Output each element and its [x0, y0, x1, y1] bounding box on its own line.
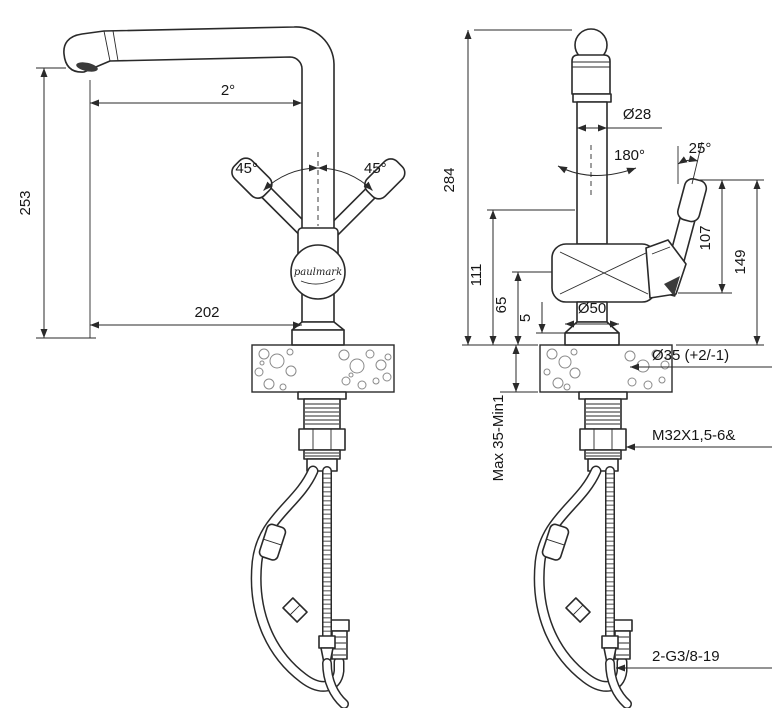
dim-5: 5	[517, 314, 534, 322]
dim-height: 253	[17, 190, 34, 215]
dim-149: 149	[732, 249, 749, 274]
dim-handle-angle: 25°	[689, 140, 712, 157]
base-cone	[291, 321, 345, 331]
brand-logo: paulmark	[290, 244, 346, 300]
hose-coupling	[282, 597, 308, 623]
aerator-outlet	[76, 62, 98, 72]
dim-height: 284	[441, 167, 458, 192]
left-faucet-body	[63, 26, 345, 346]
left-view: paulmark	[17, 26, 406, 708]
right-faucet-body	[571, 28, 612, 245]
valve-body	[551, 239, 687, 346]
hose-nut	[612, 619, 633, 632]
dim-reach: 202	[194, 304, 219, 321]
dim-body-diameter: Ø28	[623, 106, 651, 123]
dim-spout-angle: 2°	[221, 82, 235, 99]
base-flange	[564, 332, 620, 346]
dim-mount-thickness: Max 35-Min1	[490, 395, 507, 482]
dim-107: 107	[697, 225, 714, 250]
spray-head	[571, 54, 611, 95]
right-hoses	[533, 465, 633, 708]
dim-hole-diameter: Ø35 (+2/-1)	[652, 347, 729, 364]
dim-handle-angle-left: 45°	[235, 160, 258, 177]
hose-nut	[329, 619, 350, 632]
left-dimensions: 253 2° 202 45° 45°	[17, 67, 387, 339]
mounting-nut	[298, 428, 346, 451]
dim-hose-connection: 2-G3/8-19	[652, 648, 720, 665]
hose-weight	[541, 523, 570, 561]
right-dimensions: 284 Ø28 180° 25° 107 149 111 65	[441, 29, 772, 672]
left-hoses	[250, 465, 350, 708]
hose-weight	[258, 523, 287, 561]
mounting-nut	[579, 428, 627, 451]
stone-texture	[254, 348, 392, 391]
dim-swivel-angle: 180°	[614, 147, 645, 164]
brand-logo-text: paulmark	[294, 267, 342, 278]
left-countertop	[251, 344, 395, 393]
dim-thread-spec: M32X1,5-6&	[652, 427, 735, 444]
dim-handle-angle-right: 45°	[364, 160, 387, 177]
left-mounting-shank	[297, 391, 347, 472]
hose-coupling	[565, 597, 591, 623]
dim-65: 65	[493, 297, 510, 314]
right-mounting-shank	[578, 391, 628, 472]
dim-111: 111	[468, 264, 485, 287]
right-view: 284 Ø28 180° 25° 107 149 111 65	[441, 28, 772, 708]
dim-base-diameter: Ø50	[578, 300, 606, 317]
base-flange	[291, 329, 345, 346]
